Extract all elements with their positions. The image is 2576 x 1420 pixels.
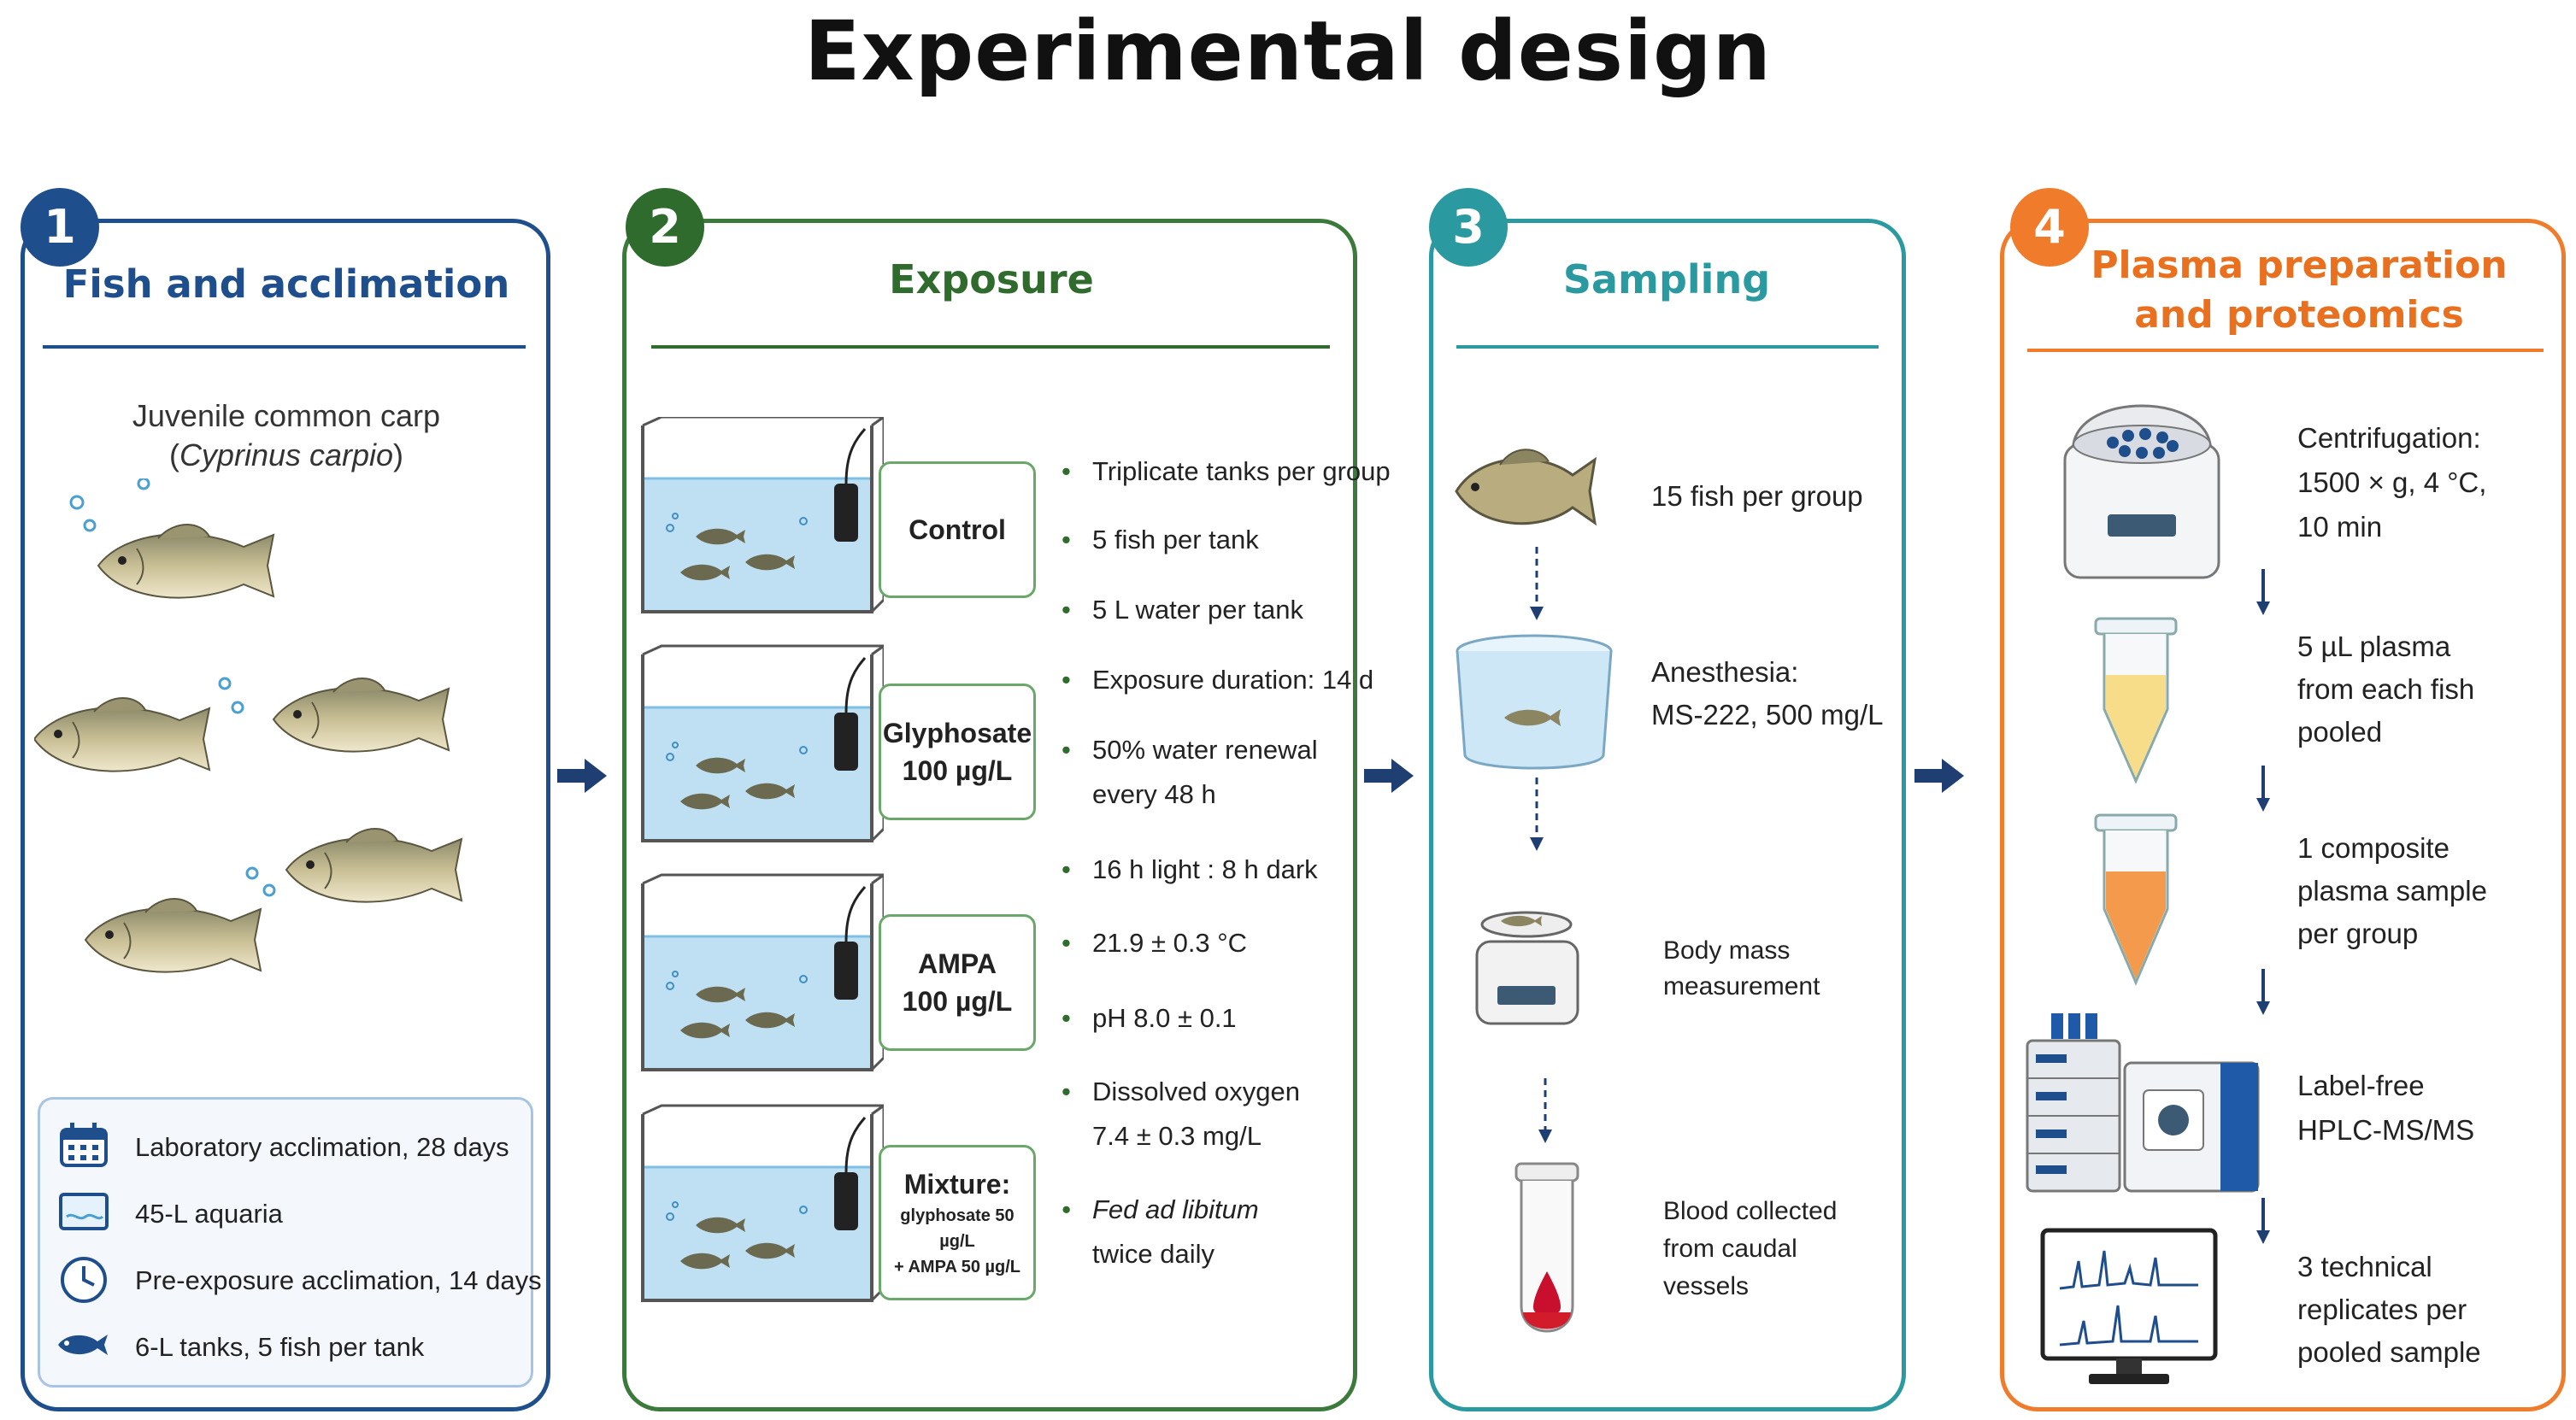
panel-sampling [1429, 219, 1906, 1411]
proteomics-step-text: pooled sample [2297, 1336, 2481, 1368]
proteomics-step-text: from each fish [2297, 673, 2475, 705]
panel-1-divider [43, 345, 526, 349]
exposure-bullet-continuation: 7.4 ± 0.3 mg/L [1092, 1121, 1262, 1151]
plasma-tube-icon [2094, 617, 2178, 784]
blood-tube-icon [1514, 1162, 1579, 1333]
info-text-aquaria: 45-L aquaria [135, 1199, 283, 1229]
condition-concentration: glyphosate 50 µg/L [900, 1206, 1015, 1251]
exposure-tanks-illustration [641, 417, 884, 1302]
exposure-bullet: Triplicate tanks per group [1062, 449, 1391, 494]
sampling-step-text: Anesthesia: [1651, 656, 1799, 688]
flow-arrow-down [2256, 766, 2270, 812]
condition-concentration: 100 µg/L [902, 755, 1013, 786]
panel-3-divider [1456, 345, 1879, 349]
sampling-step-text: MS-222, 500 mg/L [1651, 699, 1884, 731]
proteomics-step-text: per group [2297, 918, 2419, 949]
flow-arrow-1-2 [557, 759, 607, 793]
proteomics-step-text: 1 composite [2297, 832, 2450, 864]
panel-3-title: Sampling [1562, 256, 1771, 302]
spectrum-monitor-icon [2040, 1228, 2218, 1384]
step-badge-1: 1 [21, 188, 99, 267]
proteomics-step-text: 5 µL plasma [2297, 631, 2451, 662]
info-text-pre-exposure: Pre-exposure acclimation, 14 days [135, 1265, 542, 1295]
panel-1-title: Fish and acclimation [62, 261, 510, 307]
exposure-bullet-continuation: twice daily [1092, 1239, 1214, 1269]
exposure-bullet: pH 8.0 ± 0.1 [1062, 996, 1237, 1041]
hplc-ms-instrument-icon [2026, 1013, 2260, 1193]
step-badge-2: 2 [626, 188, 704, 267]
centrifuge-icon [2063, 404, 2220, 579]
sampling-step-text: measurement [1663, 972, 1820, 1000]
sampling-step-text: vessels [1663, 1272, 1750, 1300]
proteomics-step-text: plasma sample [2297, 875, 2487, 907]
flow-arrow-down [1530, 777, 1544, 851]
condition-concentration: + AMPA 50 µg/L [893, 1258, 1021, 1276]
species-latin-name: Cyprinus carpio [179, 437, 394, 472]
sampling-step-text: Body mass [1663, 936, 1791, 965]
panel-2-divider [651, 345, 1330, 349]
exposure-bullet: 5 fish per tank [1062, 518, 1259, 562]
exposure-bullet: 21.9 ± 0.3 °C [1062, 921, 1247, 965]
proteomics-step-text: Label-free [2297, 1070, 2425, 1101]
proteomics-step-text: pooled [2297, 716, 2383, 748]
fish-image [97, 524, 274, 599]
species-common-name: Juvenile common carp [132, 398, 441, 433]
flow-arrow-down [1538, 1078, 1552, 1143]
composite-tube-icon [2094, 813, 2178, 986]
step-badge-4: 4 [2010, 188, 2089, 267]
flow-arrow-down [2256, 1198, 2270, 1244]
sampling-step-text: 15 fish per group [1651, 480, 1863, 512]
exposure-bullet: 16 h light : 8 h dark [1062, 848, 1318, 892]
page-title: Experimental design [804, 3, 1772, 99]
panel-4-title-line2: and proteomics [2134, 293, 2464, 337]
sampling-fish-icon [1455, 449, 1597, 526]
exposure-bullet: Dissolved oxygen [1062, 1070, 1300, 1114]
aquarium-icon [59, 1193, 109, 1230]
flow-arrow-down [2256, 569, 2270, 615]
acclimation-info-box [38, 1097, 533, 1388]
proteomics-step-text: HPLC-MS/MS [2297, 1114, 2475, 1146]
panel-2-title: Exposure [889, 256, 1094, 302]
exposure-bullet: Exposure duration: 14 d [1062, 658, 1373, 702]
condition-label: Glyphosate [882, 718, 1032, 748]
condition-glyphosate: Glyphosate 100 µg/L [879, 684, 1036, 820]
condition-control: Control [879, 461, 1036, 598]
step-badge-3: 3 [1429, 188, 1508, 267]
clock-icon [61, 1257, 107, 1303]
condition-mixture: Mixture: glyphosate 50 µg/L + AMPA 50 µg… [879, 1145, 1036, 1300]
flow-arrow-2-3 [1364, 759, 1414, 793]
proteomics-step-text: replicates per [2297, 1294, 2467, 1325]
flow-arrow-down [1530, 547, 1544, 620]
condition-concentration: 100 µg/L [902, 986, 1013, 1017]
sampling-step-text: Blood collected [1663, 1197, 1838, 1225]
proteomics-step-text: 1500 × g, 4 °C, [2297, 466, 2487, 498]
flow-arrow-3-4 [1914, 759, 1964, 793]
info-text-acclimation: Laboratory acclimation, 28 days [135, 1132, 509, 1162]
proteomics-step-text: Centrifugation: [2297, 422, 2481, 454]
panel-4-divider [2027, 349, 2544, 352]
exposure-bullet-continuation: every 48 h [1092, 779, 1216, 809]
condition-label: Mixture: [903, 1169, 1011, 1200]
carp-illustration [34, 478, 462, 973]
flow-arrow-down [2256, 969, 2270, 1015]
fish-icon [58, 1335, 108, 1355]
proteomics-step-text: 3 technical [2297, 1251, 2432, 1282]
proteomics-step-text: 10 min [2297, 511, 2383, 543]
condition-label: Control [909, 514, 1006, 545]
species-paren-close: ) [393, 437, 404, 472]
condition-ampa: AMPA 100 µg/L [879, 914, 1036, 1051]
species-name: Juvenile common carp (Cyprinus carpio) [34, 398, 538, 473]
exposure-bullet: Fed ad libitum [1062, 1188, 1259, 1232]
panel-4-title: Plasma preparation and proteomics [2051, 241, 2547, 340]
exposure-bullet: 5 L water per tank [1062, 588, 1303, 632]
anesthesia-beaker-icon [1456, 634, 1613, 770]
info-text-tanks: 6-L tanks, 5 fish per tank [135, 1332, 425, 1362]
sampling-step-text: from caudal [1663, 1235, 1797, 1263]
species-paren-open: ( [168, 437, 179, 472]
condition-label: AMPA [918, 948, 997, 979]
panel-4-title-line1: Plasma preparation [2091, 244, 2508, 287]
balance-scale-icon [1475, 911, 1579, 1025]
calendar-icon [60, 1123, 108, 1167]
exposure-bullet: 50% water renewal [1062, 728, 1318, 772]
